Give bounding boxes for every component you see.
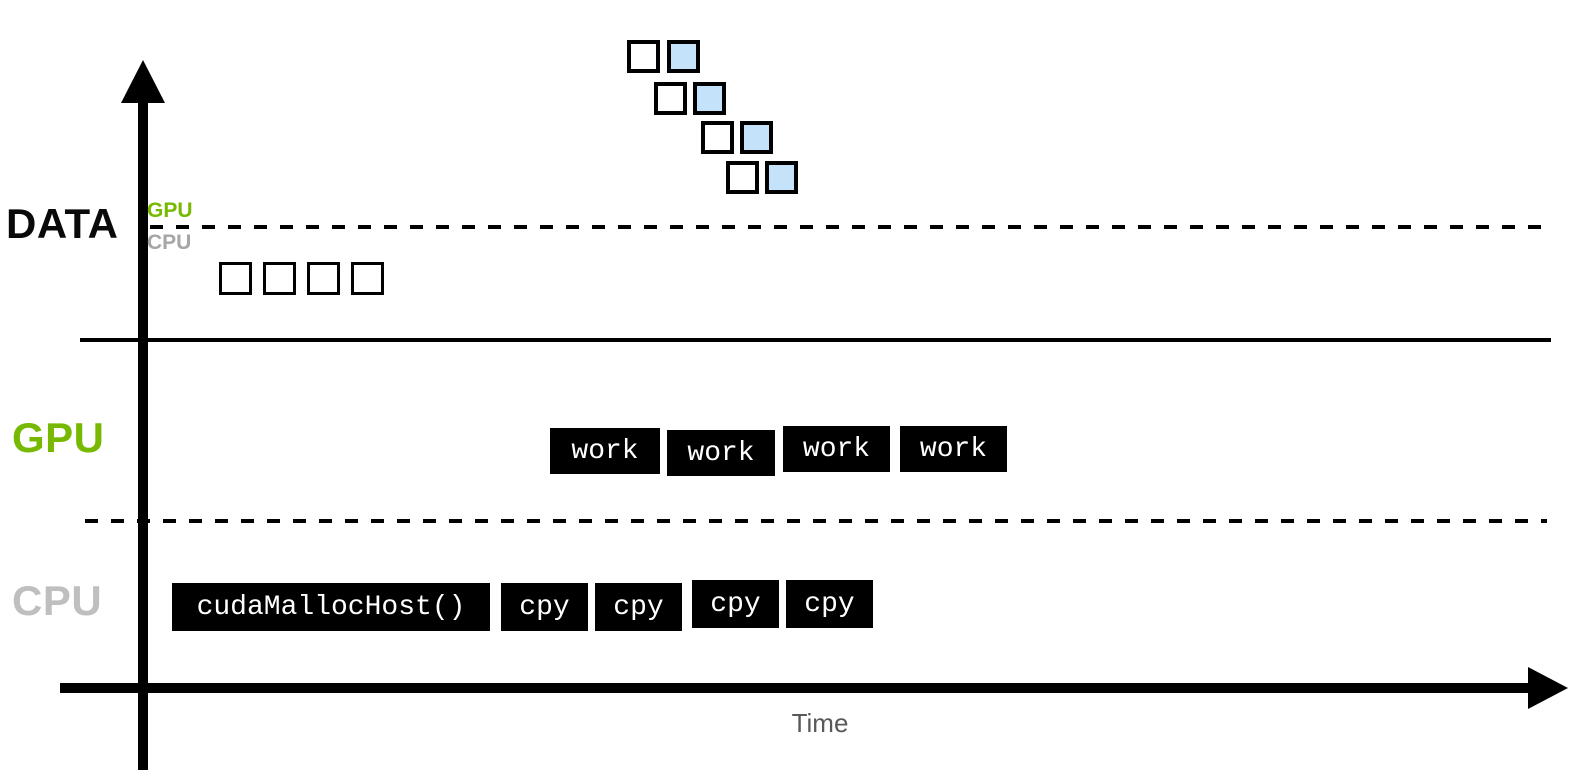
transfer-pair-device-square	[765, 161, 798, 194]
host-data-square	[351, 262, 384, 295]
transfer-pair-device-square	[740, 121, 773, 154]
transfer-pair-host-square	[726, 161, 759, 194]
gpu-work-box: work	[550, 428, 660, 474]
host-data-square	[307, 262, 340, 295]
cpu-lane-label: CPU	[12, 577, 103, 624]
time-axis-arrowhead-icon	[1528, 667, 1568, 709]
host-data-square	[219, 262, 252, 295]
vertical-axis-line	[138, 98, 148, 770]
cpu-cpy-box: cpy	[501, 583, 588, 631]
transfer-pair-host-square	[701, 121, 734, 154]
time-axis-label: Time	[791, 708, 849, 738]
gpu-cpu-separator-dashed-line	[85, 519, 1547, 523]
data-lane-label: DATA	[6, 200, 119, 247]
gpu-lane-label: GPU	[12, 414, 105, 461]
data-gpu-cpu-boundary-dashed-line	[150, 225, 1549, 229]
data-gpu-separator-line	[80, 338, 1551, 342]
host-data-square	[263, 262, 296, 295]
data-cpu-boundary-label: CPU	[147, 231, 192, 254]
cpu-cpy-box: cpy	[692, 580, 779, 628]
transfer-pair-host-square	[654, 82, 687, 115]
cpu-cudamallochost-box: cudaMallocHost()	[172, 583, 490, 631]
gpu-work-box: work	[783, 426, 890, 472]
transfer-pair-host-square	[627, 40, 660, 73]
vertical-axis-arrowhead-icon	[121, 60, 165, 103]
data-gpu-boundary-label: GPU	[147, 199, 193, 222]
transfer-pair-device-square	[667, 40, 700, 73]
gpu-work-box: work	[900, 426, 1007, 472]
time-axis-line	[60, 683, 1532, 693]
cpu-cpy-box: cpy	[595, 583, 682, 631]
transfer-pair-device-square	[693, 82, 726, 115]
gpu-work-box: work	[667, 430, 775, 476]
cpu-cpy-box: cpy	[786, 580, 873, 628]
